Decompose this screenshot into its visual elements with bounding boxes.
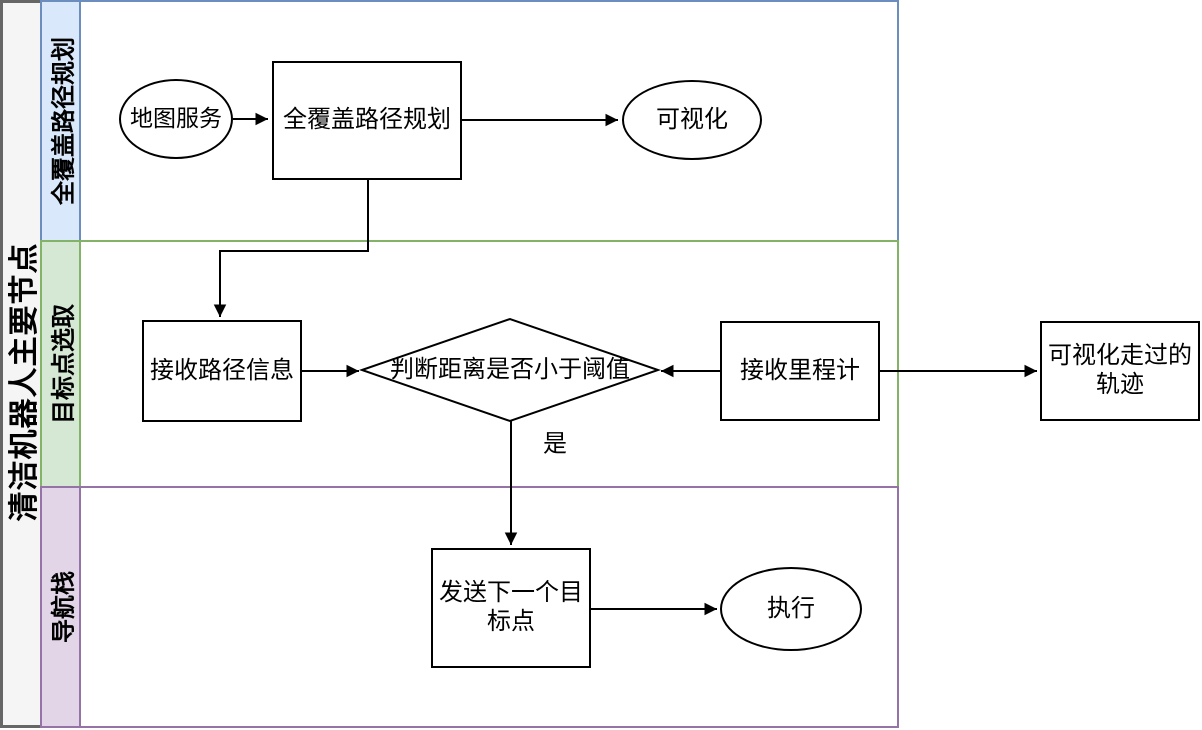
node-coverage-path-planning-label: 全覆盖路径规划 — [283, 106, 451, 134]
edge-label-yes: 是 — [543, 430, 567, 458]
node-send-next-goal-label: 发送下一个目标点 — [439, 579, 583, 635]
lane-label-navigation-stack: 导航栈 — [50, 571, 78, 643]
node-coverage-path-planning: 全覆盖路径规划 — [272, 61, 462, 180]
node-send-next-goal: 发送下一个目标点 — [431, 548, 591, 668]
node-visualize-trajectory: 可视化走过的轨迹 — [1040, 321, 1200, 421]
lane-header-coverage-path-planning — [42, 2, 81, 240]
node-visualization-label: 可视化 — [656, 105, 728, 133]
node-execute-label: 执行 — [767, 594, 815, 622]
node-visualize-trajectory-label: 可视化走过的轨迹 — [1048, 342, 1192, 398]
node-receive-odometry: 接收里程计 — [720, 321, 880, 421]
lane-header-target-point-selection — [42, 242, 81, 486]
pool-title-column — [0, 0, 41, 728]
pool-title: 清洁机器人主要节点 — [8, 242, 41, 522]
node-visualization: 可视化 — [622, 80, 762, 160]
node-map-service-label: 地图服务 — [130, 105, 222, 132]
lane-label-coverage-path-planning: 全覆盖路径规划 — [50, 37, 78, 205]
node-receive-path-info: 接收路径信息 — [142, 320, 302, 422]
node-receive-odometry-label: 接收里程计 — [740, 356, 860, 384]
node-distance-check: 判断距离是否小于阈值 — [362, 319, 658, 421]
node-receive-path-info-label: 接收路径信息 — [150, 356, 294, 384]
node-distance-check-label: 判断距离是否小于阈值 — [390, 355, 630, 383]
node-map-service: 地图服务 — [119, 79, 233, 159]
decision-diamond-shape — [358, 317, 662, 423]
node-execute: 执行 — [720, 567, 862, 651]
lane-label-target-point-selection: 目标点选取 — [50, 304, 78, 424]
edge-planning-to-receivepath — [213, 180, 369, 317]
lane-header-navigation-stack — [42, 488, 81, 726]
